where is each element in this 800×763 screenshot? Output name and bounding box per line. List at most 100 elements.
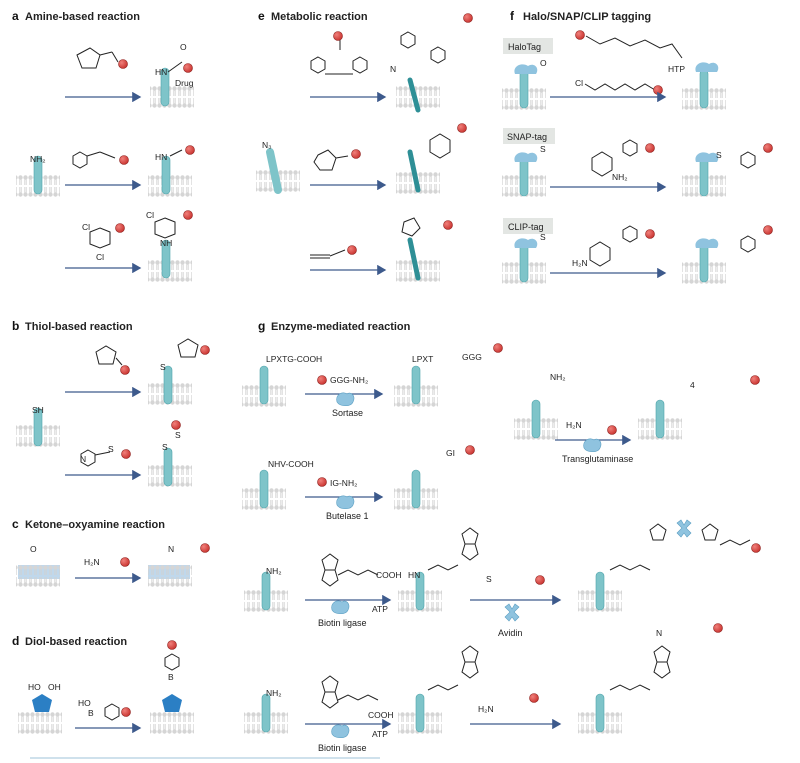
n-label: N [168,544,174,554]
benzylguanine-reagent: NH₂ [591,139,655,182]
s-label: S [540,232,546,242]
maleimide-reagent [95,345,130,375]
gi-label: GI [446,448,455,458]
n3-label: N₃ [262,140,272,150]
protein [699,69,709,109]
nh-label: NH [160,238,172,248]
hn-label: HN [155,152,167,162]
o-label: O [180,42,187,52]
nh2-label: NH₂ [612,172,628,182]
htp-label: HTP [668,64,685,74]
s-label: S [108,444,114,454]
panel-a-letter: a [12,9,19,23]
panel-b: b Thiol-based reaction S SH N S S S [12,319,210,487]
panel-a: a Amine-based reaction HN O Drug NH₂ H [12,9,195,282]
panel-c-title: Ketone–oxyamine reaction [25,519,165,531]
panel-b-letter: b [12,319,19,333]
triazine-reagent: Cl Cl [82,222,125,262]
h2n-label: H₂N [566,420,582,430]
panel-c-letter: c [12,517,19,531]
protein [163,447,173,487]
protein [261,571,271,611]
atp-label: ATP [372,604,388,614]
protein [259,469,269,509]
ho-label: HO [28,682,41,692]
boronic-acid-reagent: HO B [78,698,131,721]
panel-d: d Diol-based reaction HO OH HO B B [12,634,194,734]
cl-label: Cl [96,252,104,262]
biotin-ligase-label: Biotin ligase [318,743,367,753]
linker-chain [584,83,656,91]
biotin-reagent: COOH [321,553,402,587]
hn-label: HN [155,67,167,77]
o-label: O [30,544,37,554]
glycan-substrate: O [16,544,60,587]
sh-label: SH [32,405,44,415]
protein [519,157,529,197]
s-label: S [540,144,546,154]
lpxtg-label: LPXTG-COOH [266,354,322,364]
ig-nh2-label: IG-NH₂ [330,478,357,488]
n-label: N [80,454,86,464]
butelase-enzyme [336,495,355,510]
transglutaminase-enzyme [583,438,602,453]
s-label: S [160,362,166,372]
o-label: O [540,58,547,68]
panel-g-title: Enzyme-mediated reaction [271,321,411,333]
panel-g-letter: g [258,319,265,333]
bcn-reagent [313,149,361,171]
panel-d-letter: d [12,634,19,648]
panel-a-title: Amine-based reaction [25,11,140,23]
panel-f: f Halo/SNAP/CLIP tagging HaloTag O Cl HT… [502,9,773,284]
protein [655,399,665,439]
lpxt-label: LPXT [412,354,433,364]
h2n-label: H₂N [84,557,100,567]
avidin-protein [504,603,520,622]
s-label: S [162,442,168,452]
b-label: B [168,672,174,682]
biotin-ligase-enzyme [331,724,350,739]
avidin-label: Avidin [498,628,522,638]
protein [595,693,605,733]
nh2-label: NH₂ [266,688,282,698]
ggg-nh2-label: GGG-NH₂ [330,375,368,385]
cooh-label: COOH [376,570,402,580]
h2n-label: H₂N [478,704,494,714]
panel-d-title: Diol-based reaction [25,636,127,648]
nh2-label: NH₂ [30,154,46,164]
protein [531,399,541,439]
benzotriazole-reagent [72,151,129,169]
nhv-label: NHV-COOH [268,459,314,469]
dbco-reagent [310,31,368,75]
protein [259,365,269,405]
panel-e-letter: e [258,9,265,23]
snap-tag-label: SNAP-tag [507,132,547,142]
alkyne-reagent [310,245,357,259]
cooh-label: COOH [368,710,394,720]
protein [519,69,529,109]
s-label: S [486,574,492,584]
protein [595,571,605,611]
protein [411,365,421,405]
protein [699,243,709,283]
s-label: S [175,430,181,440]
protein [519,243,529,283]
panel-e: e Metabolic reaction N N₃ [256,9,473,282]
n-label: N [390,64,396,74]
panel-g: g Enzyme-mediated reaction LPXTG-COOH GG… [242,319,761,753]
oh-label: OH [48,682,61,692]
ggg-label: GGG [462,352,482,362]
pyridyl-disulfide-reagent: N S [80,444,131,467]
tag-box [503,218,553,234]
panel-b-title: Thiol-based reaction [25,321,133,333]
tag-box [503,38,553,54]
benzylcytosine-reagent: H₂N [572,225,655,268]
panel-c: c Ketone–oxyamine reaction O H₂N N [12,517,210,587]
halotag-label: HaloTag [508,42,541,52]
protein [261,693,271,733]
cl-label: Cl [82,222,90,232]
sortase-enzyme [336,392,355,407]
h2n-label: H₂N [572,258,588,268]
ho-label: HO [78,698,91,708]
